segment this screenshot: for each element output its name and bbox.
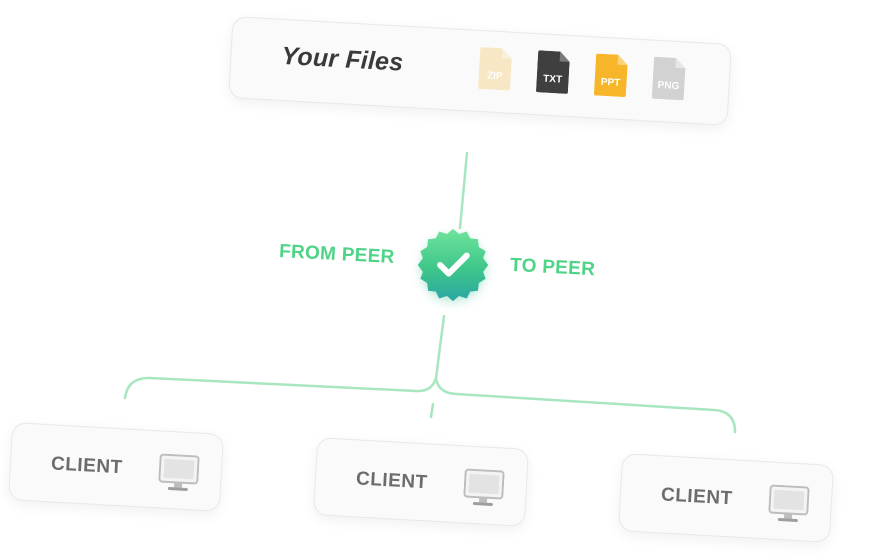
branch-left — [123, 376, 438, 400]
client-label: CLIENT — [355, 468, 429, 494]
branch-right — [434, 376, 737, 434]
png-file-icon: PNG — [651, 56, 686, 101]
your-files-card: Your Files ZIP TXT PPT — [228, 16, 732, 126]
monitor-icon — [158, 453, 200, 493]
line-files-to-badge — [458, 151, 469, 230]
ppt-file-icon: PPT — [593, 53, 628, 98]
to-peer-label: TO PEER — [509, 254, 596, 281]
file-type-label: PPT — [601, 77, 621, 89]
monitor-icon — [463, 468, 505, 508]
line-badge-to-branch — [434, 314, 446, 380]
client-card: CLIENT — [312, 437, 530, 527]
client-label: CLIENT — [50, 453, 124, 479]
txt-file-icon: TXT — [536, 50, 570, 94]
files-title: Your Files — [280, 41, 405, 77]
file-type-label: ZIP — [487, 70, 503, 82]
zip-file-icon: ZIP — [478, 47, 512, 91]
checkmark-badge-icon — [410, 222, 496, 308]
monitor-icon — [768, 484, 810, 524]
client-card: CLIENT — [7, 422, 225, 512]
client-label: CLIENT — [660, 484, 734, 510]
file-type-label: TXT — [543, 74, 562, 86]
file-type-label: PNG — [657, 80, 679, 92]
branch-center — [429, 402, 435, 419]
client-card: CLIENT — [617, 453, 835, 543]
